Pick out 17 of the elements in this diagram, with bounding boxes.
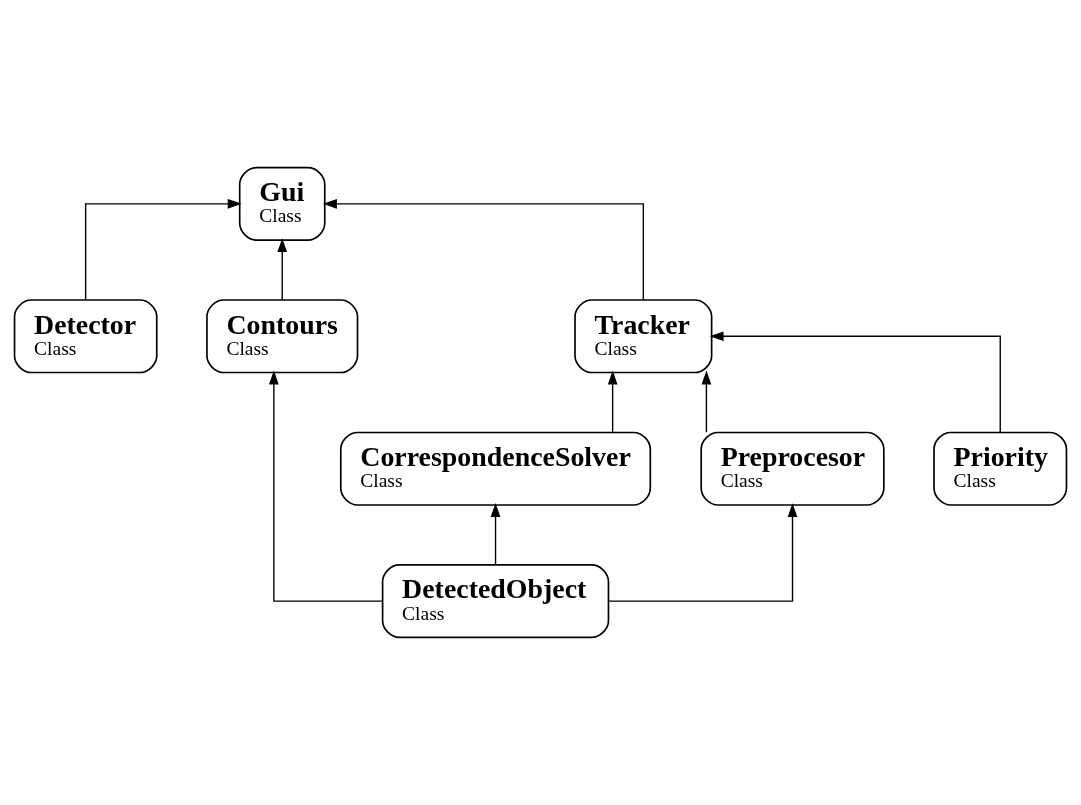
node-box: DetectedObject Class — [381, 564, 610, 639]
arrow — [701, 370, 712, 433]
node-box: Detector Class — [13, 299, 158, 374]
arrow — [277, 238, 288, 301]
node-box: Gui Class — [238, 166, 326, 241]
arrow — [490, 503, 501, 566]
node-box: Contours Class — [206, 299, 359, 374]
arrow — [607, 503, 798, 602]
arrow — [322, 198, 644, 301]
node-box: Preprocesor Class — [700, 431, 885, 506]
arrow — [268, 370, 383, 602]
node-box: CorrespondenceSolver Class — [339, 431, 652, 506]
arrow — [84, 198, 242, 301]
arrow — [607, 370, 618, 433]
arrow — [709, 331, 1001, 433]
node-box: Tracker Class — [574, 299, 713, 374]
node-box: Priority Class — [933, 431, 1068, 506]
